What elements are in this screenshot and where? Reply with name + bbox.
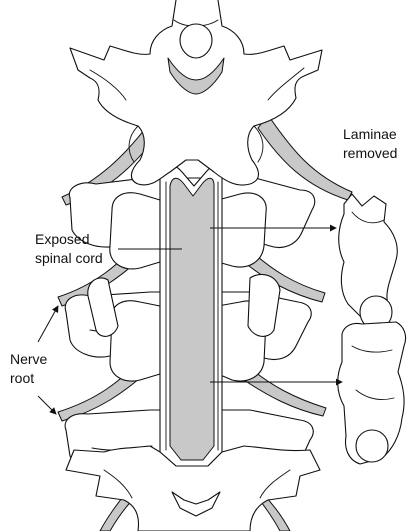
spinal-cord bbox=[160, 165, 222, 466]
label-exposed-line1: Exposed bbox=[35, 231, 89, 247]
label-nerve-line1: Nerve bbox=[10, 351, 48, 367]
exposed-spinal-cord bbox=[170, 178, 214, 460]
arrow-nerve-root-lower bbox=[38, 396, 56, 414]
top-notch-circle bbox=[180, 24, 212, 58]
label-laminae-line1: Laminae bbox=[343, 126, 397, 142]
removed-lamina-bottom-circle bbox=[356, 430, 388, 462]
label-exposed-line2: spinal cord bbox=[35, 250, 103, 266]
label-nerve-line2: root bbox=[10, 370, 34, 386]
label-laminae-line2: removed bbox=[343, 145, 397, 161]
left-pedicle-lower bbox=[110, 301, 160, 381]
arrow-nerve-root-upper bbox=[38, 306, 58, 342]
removed-laminae-pieces bbox=[338, 194, 406, 464]
right-pedicle-upper bbox=[218, 193, 266, 267]
left-pedicle-upper bbox=[110, 193, 160, 269]
